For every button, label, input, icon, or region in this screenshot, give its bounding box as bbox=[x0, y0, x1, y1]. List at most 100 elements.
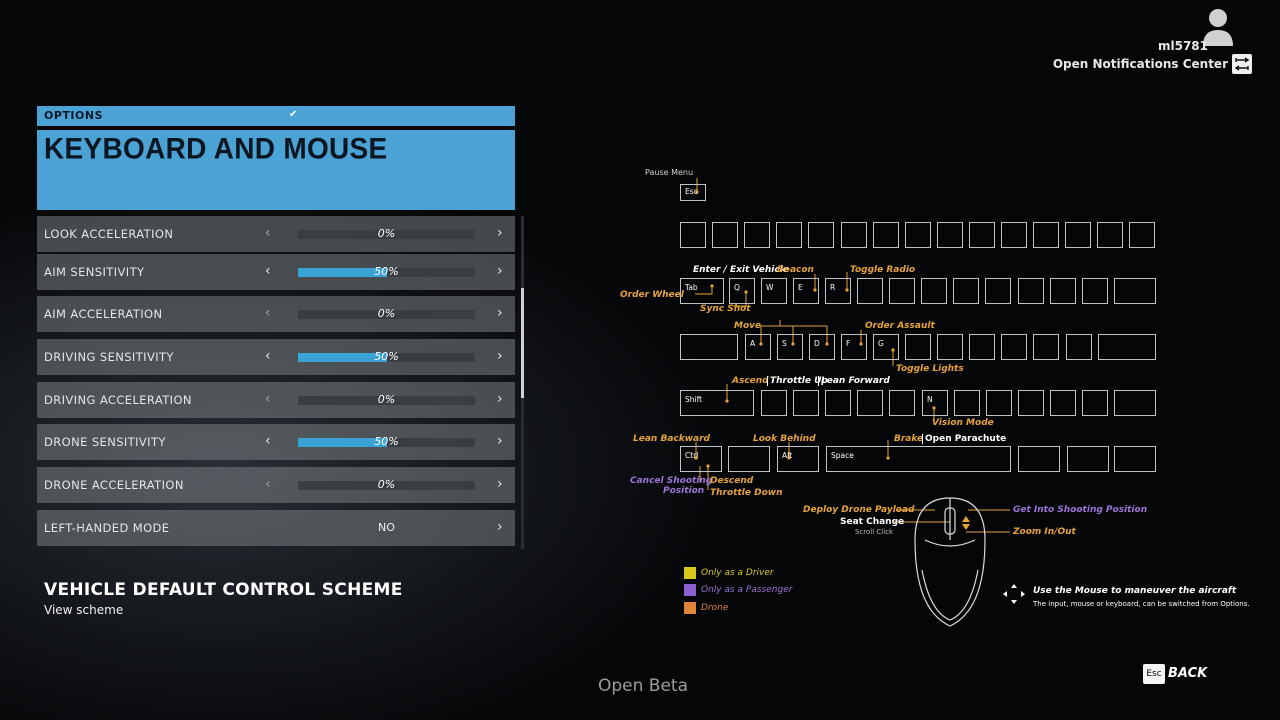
chevron-right-icon[interactable]: › bbox=[497, 519, 503, 535]
slider-fill bbox=[298, 353, 387, 362]
key-blank bbox=[1001, 334, 1028, 360]
key-blank bbox=[680, 222, 706, 248]
key-blank bbox=[840, 222, 867, 248]
callout-get-into-shooting: Get Into Shooting Position bbox=[1013, 505, 1148, 515]
callout-toggle-lights: Toggle Lights bbox=[896, 364, 964, 374]
callout-lean-backward: Lean Backward bbox=[633, 434, 710, 444]
callout-open-parachute: Open Parachute bbox=[922, 434, 1006, 444]
callout-seat-change: Seat Change bbox=[840, 517, 905, 527]
mouse-icon bbox=[914, 497, 986, 627]
chevron-right-icon[interactable]: › bbox=[497, 348, 503, 364]
key-blank bbox=[954, 390, 980, 416]
chevron-left-icon[interactable]: ‹ bbox=[265, 433, 271, 449]
callout-vision-mode: Vision Mode bbox=[932, 418, 994, 428]
setting-label: AIM SENSITIVITY bbox=[44, 265, 145, 279]
scrollbar[interactable] bbox=[521, 216, 524, 549]
setting-slider[interactable]: 0% bbox=[298, 227, 475, 240]
chevron-right-icon[interactable]: › bbox=[497, 433, 503, 449]
username: ml5781 bbox=[1157, 39, 1208, 53]
setting-row[interactable]: LOOK ACCELERATION‹0%› bbox=[37, 216, 515, 252]
setting-value: 0% bbox=[377, 307, 396, 320]
setting-row[interactable]: DRIVING SENSITIVITY ‹ 50% › bbox=[37, 339, 515, 375]
key-blank bbox=[761, 390, 787, 416]
setting-row[interactable]: DRONE ACCELERATION‹0%› bbox=[37, 467, 515, 503]
key-blank bbox=[825, 390, 852, 416]
key-a: A bbox=[745, 334, 771, 360]
back-label: BACK bbox=[1168, 666, 1208, 681]
key-blank bbox=[857, 278, 883, 304]
key-blank bbox=[1018, 390, 1045, 416]
key-blank bbox=[776, 222, 803, 248]
key-blank bbox=[953, 278, 980, 304]
callout-pause-menu: Pause Menu bbox=[645, 168, 694, 177]
chevron-right-icon[interactable]: › bbox=[497, 305, 503, 321]
setting-slider[interactable]: 0% bbox=[298, 393, 475, 406]
chevron-left-icon[interactable]: ‹ bbox=[265, 225, 271, 241]
key-blank bbox=[1050, 390, 1077, 416]
key-q: Q bbox=[729, 278, 755, 304]
chevron-left-icon[interactable]: ‹ bbox=[265, 263, 271, 279]
setting-row[interactable]: AIM SENSITIVITY ‹ 50% › bbox=[37, 254, 515, 290]
key-win bbox=[728, 446, 770, 472]
key-w: W bbox=[761, 278, 787, 304]
setting-value: 0% bbox=[377, 227, 396, 240]
key-blank bbox=[872, 222, 899, 248]
key-r: R bbox=[825, 278, 851, 304]
legend-driver: Only as a Driver bbox=[701, 568, 774, 578]
key-shift: Shift bbox=[680, 390, 754, 416]
slider-fill bbox=[298, 438, 387, 447]
callout-enter-exit: Enter / Exit Vehicle bbox=[693, 265, 789, 275]
key-f: F bbox=[841, 334, 867, 360]
page-title-box: KEYBOARD AND MOUSE bbox=[37, 130, 515, 210]
key-s: S bbox=[777, 334, 803, 360]
setting-value: 50% bbox=[374, 435, 399, 448]
key-blank bbox=[904, 222, 931, 248]
setting-label: DRIVING SENSITIVITY bbox=[44, 350, 174, 364]
chevron-right-icon[interactable]: › bbox=[497, 263, 503, 279]
key-blank bbox=[905, 334, 931, 360]
chevron-right-icon[interactable]: › bbox=[497, 225, 503, 241]
setting-value: 50% bbox=[374, 350, 399, 363]
notifications-button[interactable] bbox=[1232, 54, 1252, 74]
callout-brake: Brake bbox=[894, 434, 924, 444]
setting-slider[interactable]: 50% bbox=[298, 435, 475, 448]
setting-row[interactable]: DRONE SENSITIVITY‹50%› bbox=[37, 424, 515, 460]
chevron-right-icon[interactable]: › bbox=[497, 391, 503, 407]
callout-throttle-up: Throttle Up bbox=[767, 376, 828, 386]
chevron-right-icon[interactable]: › bbox=[497, 476, 503, 492]
key-blank bbox=[985, 278, 1012, 304]
setting-slider[interactable]: 50% bbox=[298, 265, 475, 278]
scrollbar-thumb[interactable] bbox=[521, 288, 524, 398]
key-blank bbox=[921, 278, 948, 304]
setting-slider[interactable]: 0% bbox=[298, 478, 475, 491]
avatar-icon[interactable] bbox=[1201, 6, 1235, 46]
key-blank bbox=[1049, 278, 1076, 304]
view-scheme-link[interactable]: View scheme bbox=[44, 603, 124, 617]
key-blank bbox=[1082, 390, 1109, 416]
open-beta-label: Open Beta bbox=[598, 676, 689, 696]
setting-slider[interactable]: 0% bbox=[298, 307, 475, 320]
callout-order-wheel: Order Wheel bbox=[620, 290, 684, 300]
callout-lean-forward: Lean Forward bbox=[818, 376, 890, 386]
key-blank bbox=[986, 390, 1013, 416]
setting-slider[interactable]: 50% bbox=[298, 350, 475, 363]
legend-passenger: Only as a Passenger bbox=[701, 585, 793, 595]
key-rshift bbox=[1114, 390, 1156, 416]
options-header: OPTIONS ✔ bbox=[37, 106, 515, 126]
key-blank bbox=[1065, 222, 1092, 248]
esc-key-icon: Esc bbox=[1143, 664, 1165, 684]
notifications-label[interactable]: Open Notifications Center bbox=[1052, 57, 1228, 71]
setting-value: 0% bbox=[377, 393, 396, 406]
callout-beacon: Beacon bbox=[777, 265, 814, 275]
chevron-left-icon[interactable]: ‹ bbox=[265, 348, 271, 364]
chevron-left-icon[interactable]: ‹ bbox=[265, 305, 271, 321]
setting-row[interactable]: AIM ACCELERATION‹0%› bbox=[37, 296, 515, 332]
setting-row[interactable]: DRIVING ACCELERATION‹0%› bbox=[37, 382, 515, 418]
chevron-left-icon[interactable]: ‹ bbox=[265, 391, 271, 407]
key-blank bbox=[969, 334, 996, 360]
chevron-left-icon[interactable]: ‹ bbox=[265, 476, 271, 492]
key-menu bbox=[1067, 446, 1109, 472]
key-caps bbox=[680, 334, 738, 360]
